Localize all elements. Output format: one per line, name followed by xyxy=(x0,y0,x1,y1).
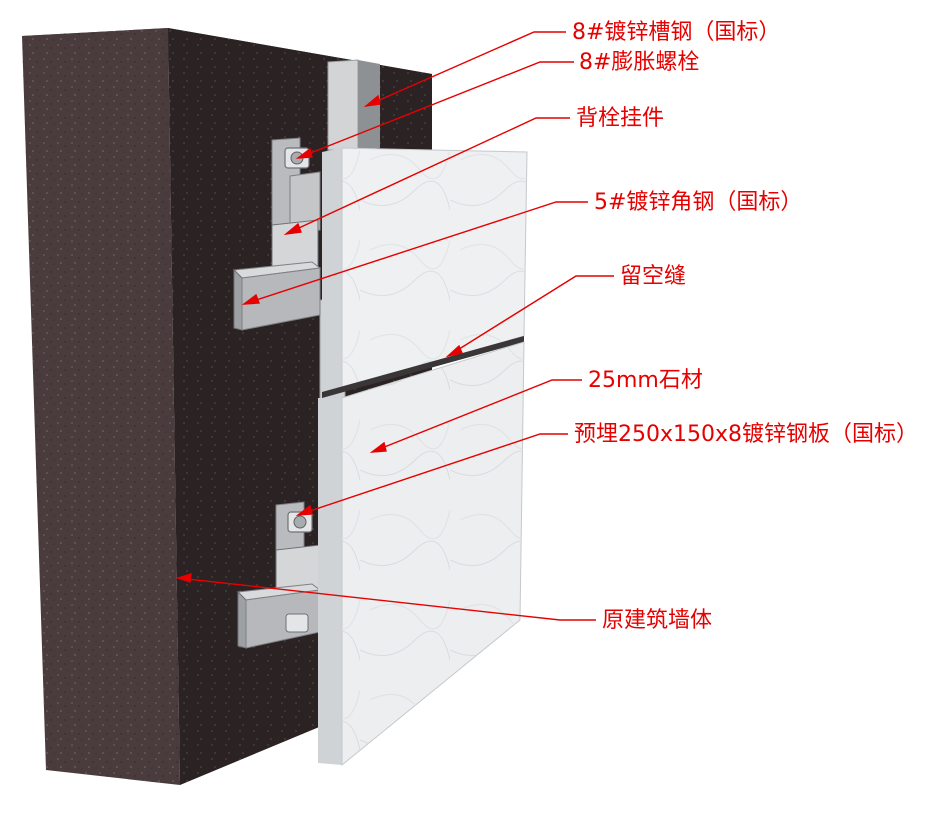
leader-stone xyxy=(369,379,582,453)
angle-steel-upper-leg xyxy=(241,267,321,331)
label-embedded-plate: 预埋250x150x8镀锌钢板（国标） xyxy=(574,422,919,447)
stone-upper-edge xyxy=(322,148,342,392)
lower-hanger-assembly xyxy=(236,501,322,649)
leader-channel-steel xyxy=(363,31,566,108)
stone-lower-veins xyxy=(342,342,524,765)
stone-lower-edge xyxy=(318,398,342,765)
leader-lines xyxy=(175,31,614,621)
panel-gap xyxy=(322,336,524,398)
leader-angle-steel xyxy=(241,201,588,305)
wall-front-texture xyxy=(22,28,180,785)
leader-back-bolt-hanger xyxy=(283,117,570,236)
stone-panel-upper xyxy=(322,147,528,392)
label-gap: 留空缝 xyxy=(620,264,687,289)
angle-steel-upper-face xyxy=(233,268,243,331)
leader-embedded-plate xyxy=(295,433,568,516)
bracket-upper xyxy=(289,171,321,235)
expansion-bolt-lower-2 xyxy=(285,613,309,633)
angle-steel-lower-face xyxy=(237,590,247,649)
stone-upper-veins xyxy=(342,148,527,388)
label-stone: 25mm石材 xyxy=(588,368,703,393)
label-angle-steel: 5#镀锌角钢（国标） xyxy=(594,190,803,215)
label-wall: 原建筑墙体 xyxy=(602,608,713,633)
bolt-nut-lower xyxy=(293,515,307,529)
leader-gap xyxy=(445,275,614,358)
label-back-bolt-hanger: 背栓挂件 xyxy=(576,106,665,131)
label-expansion-bolt: 8#膨胀螺栓 xyxy=(579,50,700,75)
stone-panel-lower xyxy=(318,341,525,767)
label-channel-steel: 8#镀锌槽钢（国标） xyxy=(572,20,781,45)
leader-wall xyxy=(175,573,596,621)
leader-expansion-bolt xyxy=(295,61,574,159)
